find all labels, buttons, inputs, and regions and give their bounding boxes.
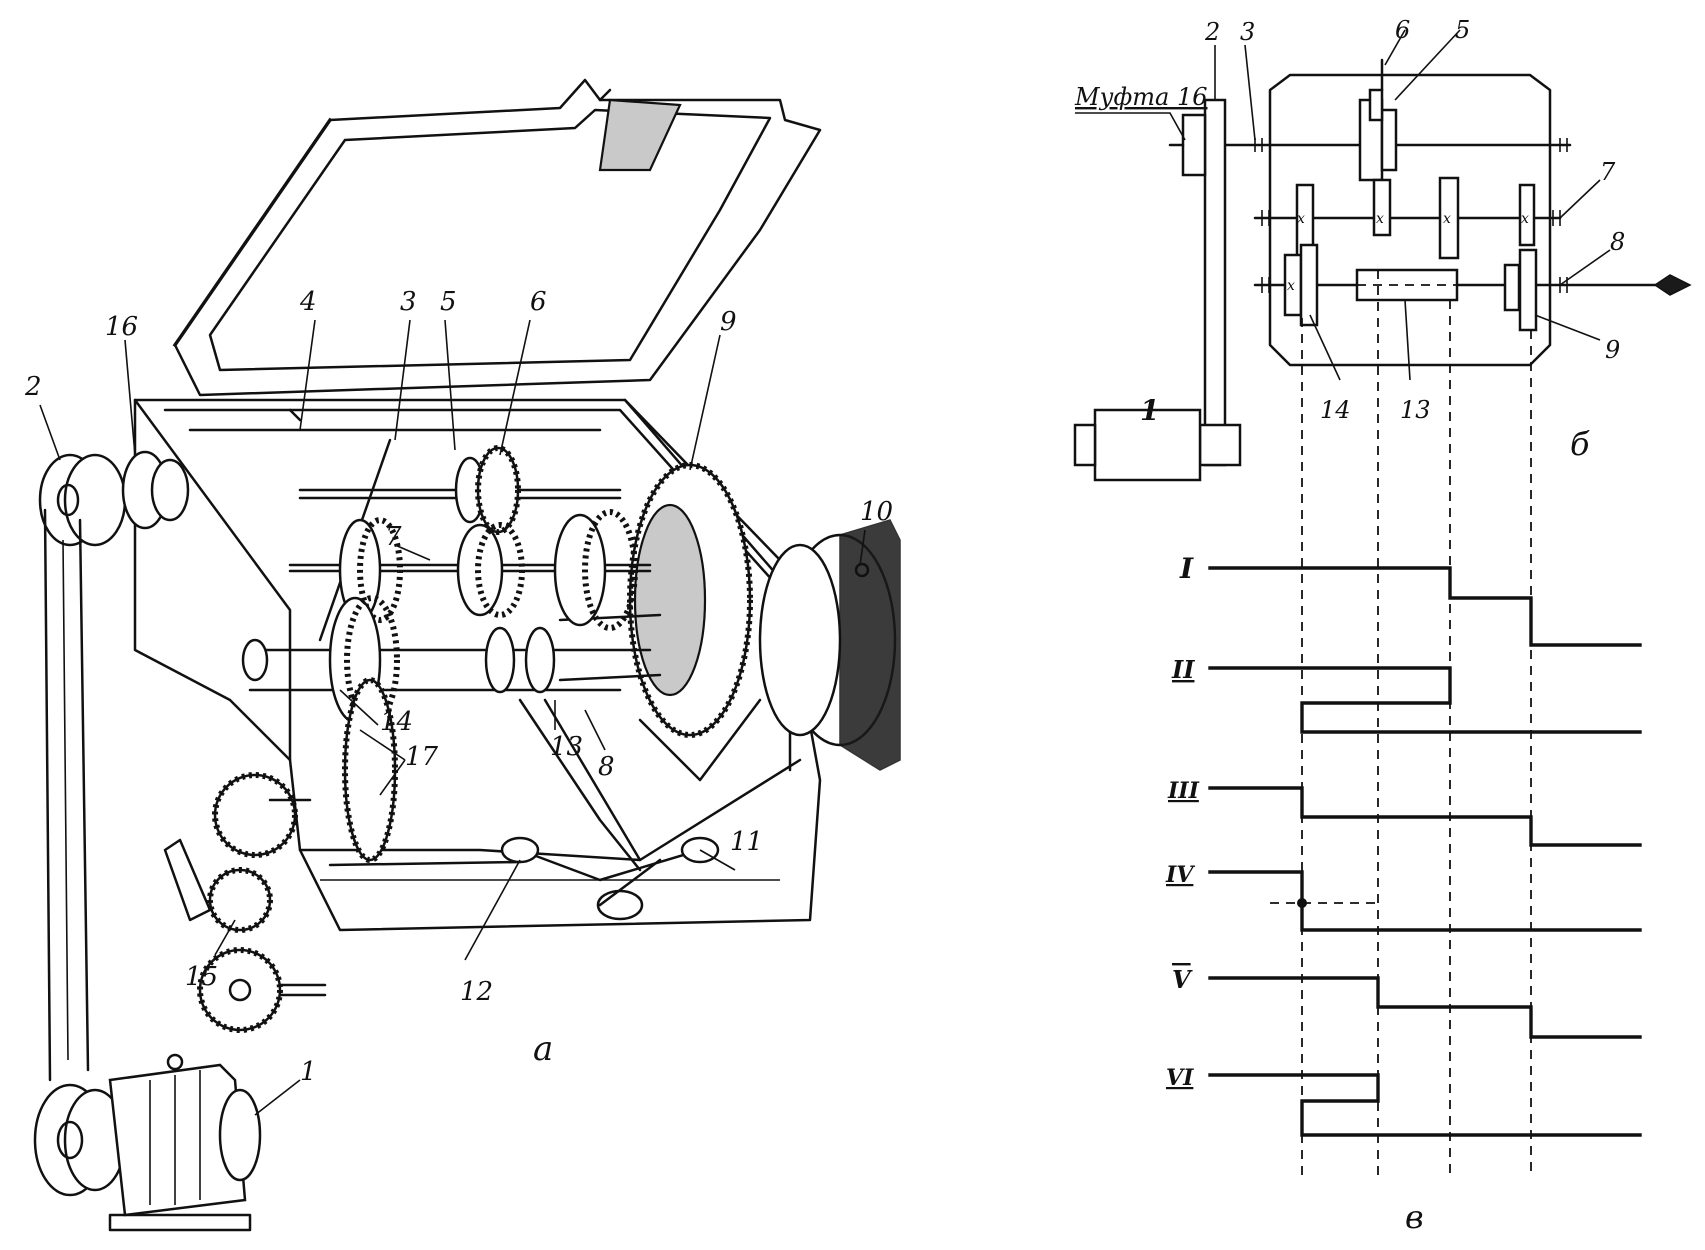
spindle-gear-9 [558, 462, 753, 738]
callout-3: 3 [400, 287, 417, 317]
row-label-I: I [1179, 552, 1194, 585]
callout-6: 6 [530, 287, 547, 317]
scheme-drive [1073, 98, 1242, 482]
part-b-leader-lines [1075, 29, 1611, 381]
callout-2: 2 [24, 372, 42, 402]
change-gears-15 [163, 772, 327, 1033]
step-line-VI [1208, 1073, 1642, 1137]
callout-b-3: 3 [1240, 18, 1255, 46]
callout-b-14: 14 [1320, 396, 1351, 424]
caption-b: б [1570, 425, 1590, 463]
step-line-V [1208, 976, 1642, 1039]
callout-b-9: 9 [1605, 336, 1620, 364]
step-line-III [1208, 786, 1642, 847]
part-a-perspective-drawing: 2 16 4 3 5 6 9 10 7 14 17 13 8 11 12 15 … [24, 78, 901, 1232]
row-label-VI: VI [1166, 1065, 1194, 1091]
svg-text:x: x [1521, 211, 1529, 227]
svg-text:x: x [1376, 211, 1384, 227]
callout-7: 7 [385, 522, 402, 552]
svg-text:x: x [1287, 278, 1295, 294]
callout-11: 11 [730, 827, 763, 857]
part-a-leader-lines [39, 319, 866, 1116]
shift-steps [1208, 566, 1642, 1137]
row-label-IV: IV [1165, 862, 1195, 888]
callout-17: 17 [405, 742, 439, 772]
electric-motor-1 [33, 1053, 262, 1232]
step-line-II [1208, 666, 1642, 734]
callout-b-13: 13 [1400, 396, 1431, 424]
part-v-shift-diagram: I II III IV V VI в [1165, 270, 1642, 1236]
callout-1: 1 [300, 1057, 317, 1087]
callout-b-1: 1 [1140, 394, 1159, 427]
scheme-housing [1268, 73, 1552, 367]
callout-b-8: 8 [1610, 228, 1625, 256]
step-line-I [1208, 566, 1642, 647]
svg-text:x: x [1297, 211, 1305, 227]
part-a-callouts: 2 16 4 3 5 6 9 10 7 14 17 13 8 11 12 15 … [24, 287, 893, 1087]
step-line-IV [1208, 870, 1642, 932]
callout-12: 12 [460, 977, 493, 1007]
part-b-callouts: Муфта 16 2 3 6 5 7 8 9 14 13 1 [1074, 16, 1625, 427]
clutch-16-label: Муфта 16 [1074, 83, 1208, 111]
callout-b-7: 7 [1600, 158, 1616, 186]
callout-15: 15 [185, 962, 218, 992]
spindle-chuck [758, 519, 901, 771]
caption-v: в [1405, 1198, 1424, 1236]
callout-14: 14 [380, 707, 413, 737]
scheme-middle-gears: x x x x [1295, 176, 1536, 262]
callout-b-5: 5 [1455, 16, 1470, 44]
row-label-V: V [1172, 965, 1193, 994]
part-b-kinematic-scheme: x x x x x [1073, 16, 1692, 482]
row-label-III: III [1167, 778, 1200, 804]
callout-10: 10 [860, 497, 893, 527]
callout-16: 16 [105, 312, 138, 342]
row-label-II: II [1171, 655, 1195, 684]
svg-text:x: x [1443, 211, 1451, 227]
scheme-gear-5 [1358, 58, 1398, 182]
callout-b-6: 6 [1395, 16, 1410, 44]
scheme-lower-gears: x [1283, 243, 1538, 332]
callout-9: 9 [720, 307, 737, 337]
callout-4: 4 [299, 287, 317, 317]
shift-row-labels: I II III IV V VI [1165, 552, 1200, 1091]
gearbox-lid [172, 78, 822, 397]
shaft-gears [241, 445, 638, 863]
callout-b-2: 2 [1204, 18, 1220, 46]
caption-a: а [533, 1029, 553, 1069]
callout-13: 13 [550, 732, 583, 762]
callout-5: 5 [440, 287, 457, 317]
callout-8: 8 [598, 752, 615, 782]
drive-belt [43, 508, 90, 1082]
pulley-2 [38, 450, 190, 547]
